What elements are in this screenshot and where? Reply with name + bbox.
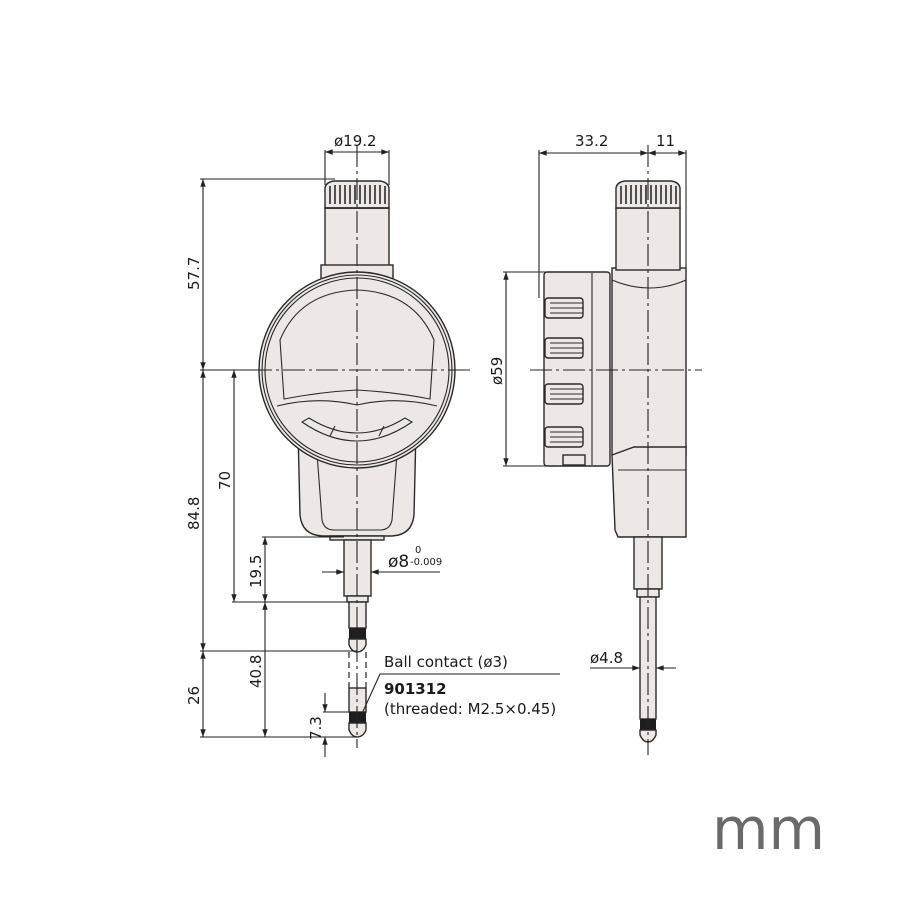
dim-body-diameter: ø59 — [488, 357, 506, 385]
dim-depth-back: 33.2 — [575, 132, 608, 150]
dim-stem-length: 19.5 — [247, 555, 265, 588]
side-view — [530, 145, 702, 755]
dim-contact-travel: 40.8 — [247, 655, 265, 688]
callout-part-number: 901312 — [384, 680, 447, 698]
callout-thread-spec: (threaded: M2.5×0.45) — [384, 700, 556, 718]
dim-top-height: 57.7 — [185, 257, 203, 290]
dim-cap-diameter: ø19.2 — [334, 132, 377, 150]
dim-spindle-diameter: ø4.8 — [590, 649, 623, 667]
front-dimensions: ø19.2 57.7 84.8 70 19.5 ø8 0 -0.009 40.8… — [185, 132, 560, 757]
dim-tip-length: 7.3 — [307, 716, 325, 740]
side-dimensions: 33.2 11 ø59 ø4.8 — [488, 132, 687, 671]
dim-stem-diameter: ø8 — [388, 552, 409, 572]
side-buttons — [544, 297, 586, 466]
front-display-window — [279, 289, 435, 400]
dim-contact-extension: 26 — [185, 686, 203, 705]
dim-bottom-height: 84.8 — [185, 497, 203, 530]
side-cap-knurl-icon — [615, 180, 681, 209]
dim-depth-front: 11 — [656, 132, 675, 150]
side-lower-housing — [611, 446, 687, 538]
units-label: mm — [712, 795, 825, 863]
side-dial-body — [543, 271, 611, 467]
callout-ball-contact: Ball contact (ø3) — [384, 653, 508, 671]
front-cap-knurl-icon — [324, 180, 390, 209]
front-view — [250, 145, 470, 748]
dim-stem-tol-upper: 0 — [415, 545, 421, 556]
side-column — [611, 267, 687, 456]
dim-spindle-length: 70 — [216, 471, 234, 490]
dim-stem-tol-lower: -0.009 — [410, 557, 442, 568]
